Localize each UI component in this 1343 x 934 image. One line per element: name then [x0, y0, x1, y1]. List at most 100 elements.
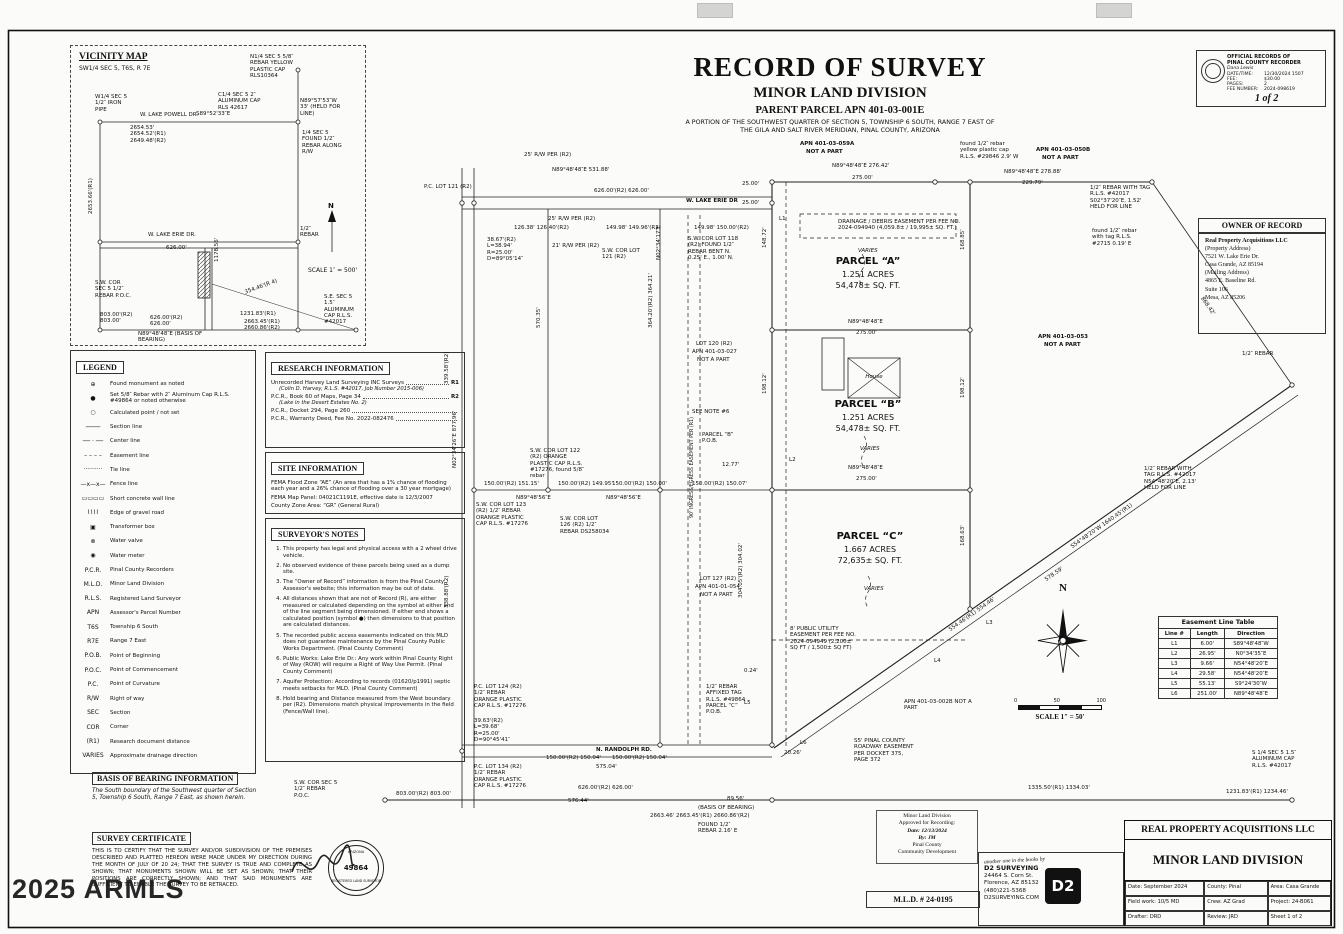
easement-cell: N0°34'35″E [1223, 648, 1279, 659]
map-label: 1/4 SEC 5 FOUND 1/2″ REBAR ALONG R/W [302, 130, 342, 155]
recorder-field-label: DATE/TIME: [1227, 72, 1254, 77]
firm-addr1: 24464 S. Corn St. [984, 872, 1034, 879]
map-label: 2663.45'(R1) 2660.86'(R2) [244, 319, 280, 332]
legend-item: ── · ──Center line [76, 434, 250, 448]
map-label: 150.00'(R2) 149.95' [558, 481, 613, 487]
easement-table-title: Easement Line Table [1158, 616, 1278, 628]
surveyor-note: The “Owner of Record” information is fro… [283, 579, 459, 592]
map-label: NOT A PART [697, 357, 730, 363]
legend-item: ⊗Water valve [76, 534, 250, 548]
map-label: 198.12' [960, 377, 966, 398]
map-label: 275.00' [852, 175, 873, 181]
easement-cell: 251.00' [1189, 688, 1225, 699]
map-label: 25' R/W PER (R2) [524, 152, 572, 158]
map-label: APN 401-03-050B [1036, 147, 1091, 153]
easement-cell: L4 [1158, 668, 1191, 679]
map-label: VARIES [864, 586, 884, 592]
legend-item: ▭▭▭▭Short concrete wall line [76, 491, 250, 505]
approval-line: Date: 12/13/2024 [907, 827, 947, 834]
map-label: 803.00'(R2) 803.00' [100, 312, 133, 325]
easement-cell: 6.00' [1189, 638, 1225, 649]
easement-cell: S9°24'30″W [1223, 678, 1279, 689]
map-label: N89°48'48″E [848, 319, 883, 325]
firm-phone: (480)221-5368 [984, 887, 1026, 894]
map-label: NOT A PART [700, 592, 733, 598]
legend: LEGEND ⊕Found monument as noted●Set 5/8″… [70, 350, 256, 774]
site-information: SITE INFORMATION FEMA Flood Zone “AE” (A… [265, 452, 465, 514]
map-label: L1 [779, 216, 786, 222]
legend-symbol: M.L.D. [83, 580, 103, 588]
legend-symbol: T6S [87, 623, 99, 631]
map-label: 229.79' [1022, 180, 1043, 186]
map-label: NOT A PART [1042, 155, 1079, 161]
map-label: APN 401-03-059A [800, 141, 855, 147]
legend-symbol: – – – – [84, 452, 102, 460]
map-label: 275.00' [856, 476, 877, 482]
map-label: W. LAKE POWELL DR. [140, 112, 199, 118]
map-label: 1.251 ACRES [841, 270, 895, 279]
approval-line: Community Development [897, 849, 957, 856]
map-label: 2654.53' 2654.52'(R1) 2649.48'(R2) [130, 125, 166, 144]
vicinity-title: VICINITY MAP [79, 52, 148, 62]
map-label: 149.98' 150.00'(R2) [694, 225, 749, 231]
legend-label: Pinal County Recorders [110, 566, 174, 573]
titleblock-cell: Date: September 2024 [1125, 881, 1205, 896]
recorder-field-label: PAGES: [1227, 82, 1244, 87]
owner-line: (Mailing Address) [1205, 270, 1249, 277]
legend-symbol: P.C.R. [84, 566, 102, 574]
map-label: APN 401-03-027 [692, 349, 737, 355]
map-label: 570.35' [536, 307, 542, 328]
legend-symbol: ◉ [90, 552, 96, 560]
recorder-seal-icon [1201, 59, 1225, 83]
basis-of-bearing: BASIS OF BEARING INFORMATION The South b… [92, 766, 260, 822]
map-label: LOT 127 (R2) [700, 576, 737, 582]
legend-symbol: R.L.S. [84, 595, 102, 603]
survey-certificate: SURVEY CERTIFICATE THIS IS TO CERTIFY TH… [92, 826, 312, 906]
firm-logo: D2 [1044, 868, 1081, 904]
legend-rows: ⊕Found monument as noted●Set 5/8″ Rebar … [76, 377, 250, 763]
legend-symbol: ● [90, 394, 96, 402]
owner-line: Casa Grande, AZ 85194 [1205, 262, 1263, 269]
bob-text: The South boundary of the Southwest quar… [92, 788, 257, 802]
recorder-field-value: 2024-098619 [1264, 87, 1295, 92]
map-label: DRAINAGE / DEBRIS EASEMENT PER FEE NO. 2… [838, 219, 961, 232]
notes-title: SURVEYOR'S NOTES [271, 528, 366, 541]
map-label: S.W. COR SEC 5 1/2″ REBAR P.O.C. [294, 780, 338, 799]
map-label: 25.00' [742, 181, 760, 187]
titleblock-firm: REAL PROPERTY ACQUISITIONS LLC [1125, 821, 1331, 840]
legend-item: ◉Water meter [76, 549, 250, 563]
scale-50: 50 [1053, 698, 1060, 704]
legend-symbol: APN [86, 609, 100, 617]
easement-cell: 26.95' [1189, 648, 1225, 659]
map-label: 54,478± SQ. FT. [835, 424, 901, 433]
legend-symbol: ·········· [83, 466, 103, 474]
map-label: APN 401-01-054 [695, 584, 740, 590]
map-label: 275.00' [856, 330, 877, 336]
map-label: NOT A PART [806, 149, 843, 155]
legend-label: Calculated point / not set [110, 409, 180, 416]
easement-cell: L1 [1158, 638, 1191, 649]
scan-artifact [1096, 3, 1132, 18]
approval-line: Minor Land Division [903, 813, 951, 819]
surveyor-seal: ARIZONA 49864 REGISTERED LAND SURVEYOR [328, 840, 384, 896]
approval-line: By: JM [918, 834, 936, 841]
map-label: N89°48'48″E (BASIS OF BEARING) [138, 331, 203, 344]
map-label: PARCEL “B” [834, 399, 902, 410]
map-label: S.W. COR LOT 122 (R2) ORANGE PLASTIC CAP… [530, 448, 585, 480]
legal-description-1: A PORTION OF THE SOUTHWEST QUARTER OF SE… [685, 119, 995, 126]
map-label: S.W. COR LOT 126 (R2) 1/2″ REBAR DS25803… [560, 516, 610, 535]
map-label: P.C. LOT 134 (R2) 1/2″ REBAR ORANGE PLAS… [474, 764, 526, 789]
site-item: FEMA Map Panel: 04021C1191E, effective d… [271, 494, 433, 501]
research-rows: Unrecorded Harvey Land Surveying INC Sur… [271, 380, 459, 422]
legend-label: Fence line [110, 481, 138, 488]
titleblock-title: MINOR LAND DIVISION [1125, 840, 1331, 881]
map-label: 20.26' [784, 750, 802, 756]
legend-symbol: ⊗ [90, 537, 96, 545]
map-label: 1.667 ACRES [843, 545, 897, 554]
